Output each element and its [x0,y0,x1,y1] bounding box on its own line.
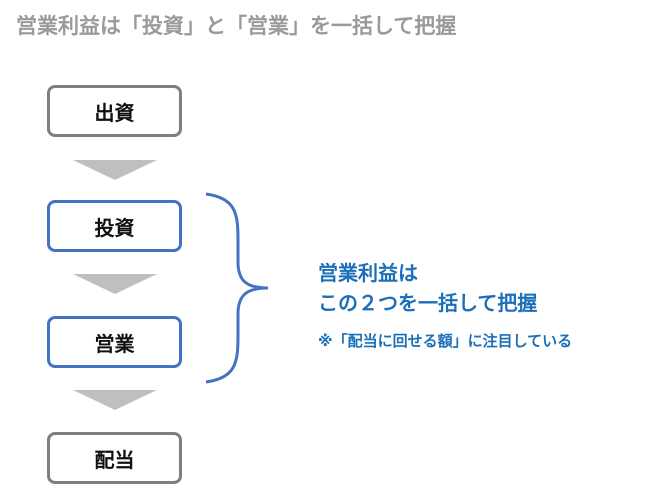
step-box-investment-capital: 出資 [47,85,182,137]
callout-line-1: 営業利益は [318,261,418,285]
callout-line-2: この２つを一括して把握 [318,291,538,315]
step-box-operations: 営業 [47,316,182,368]
down-arrow-icon [73,274,157,294]
step-box-dividend: 配当 [47,432,182,484]
callout-note: ※「配当に回せる額」に注目している [318,332,573,350]
down-arrow-icon [73,160,157,180]
page-title: 営業利益は「投資」と「営業」を一括して把握 [16,14,457,38]
step-box-investing: 投資 [47,200,182,252]
down-arrow-icon [73,390,157,410]
